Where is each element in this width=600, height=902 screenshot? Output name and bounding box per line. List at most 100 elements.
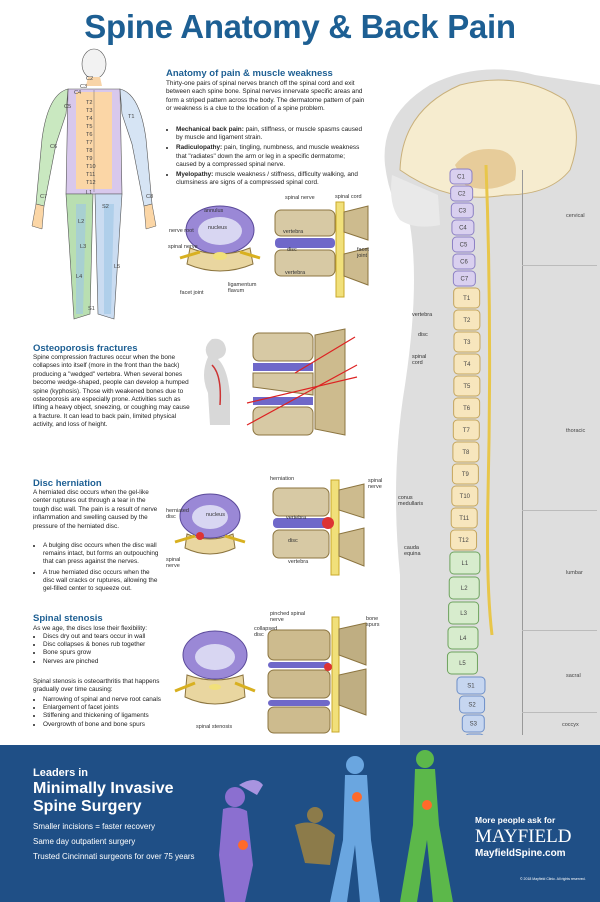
stenosis-heading: Spinal stenosis [33,613,103,624]
vertebra-label: C7 [461,277,469,283]
pain-bullet: Myelopathy: muscle weakness / stiffness,… [176,171,366,187]
label-spinal-nerve-herniation: spinal nerve [166,557,181,569]
label-facet-joint: facet joint [180,290,204,296]
spinal-cord-line [484,165,494,636]
kyphosis-silhouette [204,338,230,425]
footer-leaders: Leaders in [33,767,89,779]
vertebra-t7 [452,419,480,441]
herniation-bullet: A bulging disc occurs when the disc wall… [43,542,161,567]
vertebra-l2 [448,576,480,600]
footer-brand-logo: MAYFIELD [475,826,572,847]
region-sacral: sacral [566,673,581,679]
vertebra-s4 [465,733,484,735]
herniation-bullet: A true herniated disc occurs when the di… [43,569,161,594]
label-collapsed-disc: collapsed disc [254,626,278,638]
footer-url-link[interactable]: MayfieldSpine.com [475,848,566,859]
label-bone-spurs: bone spurs [366,616,380,628]
vertebra-t11 [450,507,478,529]
vertebra-label: C1 [457,175,465,181]
dermatome-label: T6 [86,132,93,138]
vertebra-label: L5 [459,661,466,667]
stenosis-side-view [267,616,367,734]
pain-bullets: Mechanical back pain: pain, stiffness, o… [166,124,366,189]
vertebra-label: T5 [463,384,471,390]
label-conus-medullaris: conus medullaris [398,495,424,507]
vertebra-label: T9 [462,472,470,478]
stenosis-top-view [174,630,256,705]
footer-copyright: © 2018 Mayfield Clinic. All rights reser… [520,877,586,881]
osteo-heading: Osteoporosis fractures [33,343,138,354]
vertebra-s1 [456,676,486,695]
vertebra-label: T4 [463,362,471,368]
dermatome-label: T3 [86,108,93,114]
vertebra-label: T11 [459,516,470,522]
vertebra-label: T8 [462,450,470,456]
dermatome-label: L2 [78,219,85,225]
dermatome-body-diagram [31,48,157,320]
dermatome-label: C7 [40,194,48,200]
label-vertebra-side: vertebra [283,229,304,235]
label-disc-herniation: disc [288,538,298,544]
vertebra-c4 [451,219,475,236]
dermatome-label: T5 [86,124,93,130]
label-annulus: annulus [204,208,224,214]
region-thoracic: thoracic [566,428,586,434]
vertebra-t9 [451,463,479,485]
dermatome-label: T11 [86,172,96,178]
stenosis-bullet: Narrowing of spinal and nerve root canal… [43,696,173,704]
vertebra-label: T12 [458,538,469,544]
dermatome-label: L1 [86,190,93,196]
vertebra-l1 [449,551,481,575]
label-vertebra-herniation: vertebra [286,515,307,521]
dermatome-label: C6 [50,144,58,150]
vertebra-s2 [459,695,486,714]
footer-line-1: Smaller incisions = faster recovery [33,822,156,831]
vertebra-label: C6 [460,260,468,266]
stenosis-bullet: Stiffening and thickening of ligaments [43,712,173,720]
dermatome-label: L5 [114,264,121,270]
vertebra-label: C2 [458,192,466,198]
vertebra-t4 [453,353,481,375]
label-facet-joint-side: facet joint [357,247,369,259]
pain-bullet: Radiculopathy: pain, tingling, numbness,… [176,144,366,169]
label-nucleus-herniation: nucleus [206,512,225,518]
dermatome-label: C5 [64,104,72,110]
stenosis-bullet: Disc collapses & bones rub together [43,641,163,649]
herniation-bullets: A bulging disc occurs when the disc wall… [33,540,161,595]
vertebra-l4 [447,626,479,650]
compression-fracture-illustration [246,328,358,436]
active-people-silhouettes [219,750,453,902]
footer-line-2: Same day outpatient surgery [33,837,136,846]
footer-banner: Leaders in Minimally Invasive Spine Surg… [0,745,600,902]
vertebra-c7 [452,270,476,287]
vertebra-c2 [450,185,474,202]
osteo-text: Spine compression fractures occur when t… [33,354,190,429]
label-spinal-nerve-side: spinal nerve [285,195,315,201]
herniation-heading: Disc herniation [33,478,102,489]
head-and-spine-illustration [384,69,600,745]
vertebra-l5 [446,651,478,675]
page-title: Spine Anatomy & Back Pain [84,8,516,45]
region-coccyx: coccyx [562,722,579,728]
vertebra-t1 [453,287,481,309]
stenosis-bullet: Enlargement of facet joints [43,704,173,712]
herniation-side-view [272,479,365,576]
stenosis-bullets-1: Discs dry out and tears occur in wall Di… [33,631,163,666]
label-nerve-root: nerve root [169,228,194,234]
stenosis-bullet: Discs dry out and tears occur in wall [43,633,163,641]
stenosis-bullet: Nerves are pinched [43,658,163,666]
dermatome-label: S1 [88,306,95,312]
vertebra-t10 [451,485,479,507]
dermatome-label: C2 [86,76,94,82]
region-cervical: cervical [566,213,585,219]
vertebra-c3 [450,202,474,219]
vertebra-label: S1 [467,684,475,690]
label-ligamentum: ligamentum flavum [228,282,257,294]
dermatome-label: C3 [80,84,88,90]
spinal-column: C1C2C3C4C5C6C7T1T2T3T4T5T6T7T8T9T10T11T1… [446,165,494,735]
pain-bullet: Mechanical back pain: pain, stiffness, o… [176,126,366,142]
label-pinched-nerve: pinched spinal nerve [270,611,306,623]
label-spinal-stenosis: spinal stenosis [196,724,233,730]
dermatome-label: T1 [128,114,135,120]
dermatome-label: L3 [80,244,87,250]
